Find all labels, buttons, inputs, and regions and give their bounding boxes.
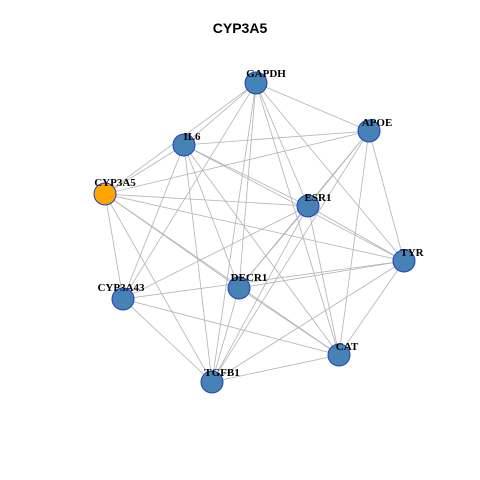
node-circle: [200, 370, 224, 394]
edge-il6-tgfb1: [183, 144, 213, 383]
node-tyr: TYR: [392, 247, 425, 273]
node-circle: [244, 71, 268, 95]
edge-cyp3a5-cat: [104, 193, 340, 356]
edge-apoe-cyp3a5: [104, 130, 370, 195]
edge-gapdh-esr1: [255, 82, 309, 207]
edge-gapdh-decr1: [238, 82, 257, 289]
node-circle: [296, 194, 320, 218]
edge-apoe-tgfb1: [211, 130, 370, 383]
edge-cyp3a5-esr1: [104, 193, 309, 207]
node-circle: [392, 249, 416, 273]
node-label: GAPDH: [246, 68, 286, 80]
node-label: CAT: [336, 341, 359, 353]
edge-gapdh-tyr: [255, 82, 405, 262]
node-label: TYR: [400, 247, 424, 259]
edge-cyp3a5-tyr: [104, 193, 405, 262]
edge-gapdh-il6: [183, 82, 257, 146]
node-circle: [172, 133, 196, 157]
node-circle: [93, 182, 117, 206]
edge-tyr-cyp3a43: [122, 260, 405, 300]
edge-esr1-cat: [307, 205, 340, 356]
node-circle: [227, 276, 251, 300]
edge-il6-decr1: [183, 144, 240, 289]
node-label: ESR1: [305, 192, 332, 204]
edge-gapdh-apoe: [255, 82, 370, 132]
node-cyp3a43: CYP3A43: [97, 282, 145, 311]
node-decr1: DECR1: [227, 272, 268, 300]
node-circle: [357, 119, 381, 143]
edge-decr1-tgfb1: [211, 287, 240, 383]
edge-esr1-tgfb1: [211, 205, 309, 383]
edge-cat-tgfb1: [211, 354, 340, 383]
node-tgfb1: TGFB1: [200, 367, 240, 394]
edge-il6-tyr: [183, 144, 405, 262]
edge-cyp3a43-tgfb1: [122, 298, 213, 383]
node-label: CYP3A43: [97, 282, 145, 294]
node-il6: IL6: [172, 131, 201, 157]
edge-esr1-cyp3a43: [122, 205, 309, 300]
node-label: IL6: [183, 131, 201, 143]
edge-il6-esr1: [183, 144, 309, 207]
edge-il6-cyp3a5: [104, 144, 185, 195]
edge-esr1-tyr: [307, 205, 405, 262]
node-circle: [327, 343, 351, 367]
node-label: DECR1: [231, 272, 268, 284]
edge-gapdh-tgfb1: [211, 82, 257, 383]
node-label: TGFB1: [204, 367, 239, 379]
edge-apoe-il6: [183, 130, 370, 146]
node-cyp3a5: CYP3A5: [93, 177, 136, 206]
node-circle: [111, 287, 135, 311]
edge-tyr-tgfb1: [211, 260, 405, 383]
edge-esr1-decr1: [238, 205, 309, 289]
node-gapdh: GAPDH: [244, 68, 286, 95]
edge-decr1-cat: [238, 287, 340, 356]
edge-apoe-cat: [338, 130, 370, 356]
node-esr1: ESR1: [296, 192, 332, 218]
plot-title: CYP3A5: [212, 20, 268, 36]
node-apoe: APOE: [357, 117, 393, 143]
edge-cyp3a5-tgfb1: [104, 193, 213, 383]
edge-layer: [104, 82, 405, 383]
edge-tyr-cat: [338, 260, 405, 356]
node-label: APOE: [362, 117, 393, 129]
edge-tyr-decr1: [238, 260, 405, 289]
edge-apoe-tyr: [368, 130, 405, 262]
edge-cyp3a43-cat: [122, 298, 340, 356]
node-cat: CAT: [327, 341, 359, 367]
edge-cyp3a5-cyp3a43: [104, 193, 124, 300]
node-label: CYP3A5: [94, 177, 136, 189]
edge-il6-cat: [183, 144, 340, 356]
edge-il6-cyp3a43: [122, 144, 185, 300]
